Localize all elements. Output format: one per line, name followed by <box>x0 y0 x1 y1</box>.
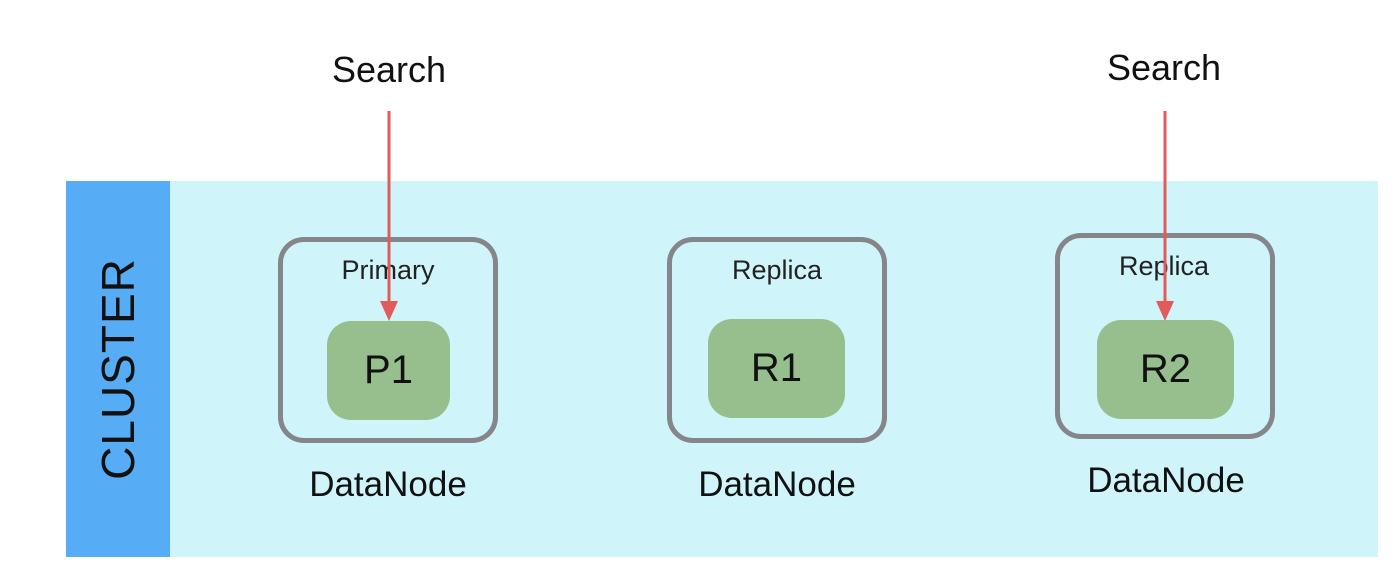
datanode-box-2 <box>667 237 887 443</box>
node-role-2: Replica <box>731 255 823 285</box>
node-role-1: Primary <box>341 255 435 285</box>
cluster-label: CLUSTER <box>92 258 144 480</box>
shard-label-r2: R2 <box>1139 347 1192 391</box>
search-label-2: Search <box>1106 47 1222 88</box>
cluster-band <box>66 181 170 557</box>
node-caption-2: DataNode <box>698 465 856 504</box>
shard-p1: P1 <box>327 321 450 420</box>
node-caption-1: DataNode <box>309 465 467 504</box>
node-caption-3: DataNode <box>1087 461 1245 500</box>
shard-label-r1: R1 <box>750 346 803 390</box>
node-role-3: Replica <box>1118 251 1210 281</box>
shard-label-p1: P1 <box>364 348 413 392</box>
shard-r2: R2 <box>1097 320 1234 419</box>
shard-r1: R1 <box>708 319 845 418</box>
search-label-1: Search <box>331 49 447 90</box>
